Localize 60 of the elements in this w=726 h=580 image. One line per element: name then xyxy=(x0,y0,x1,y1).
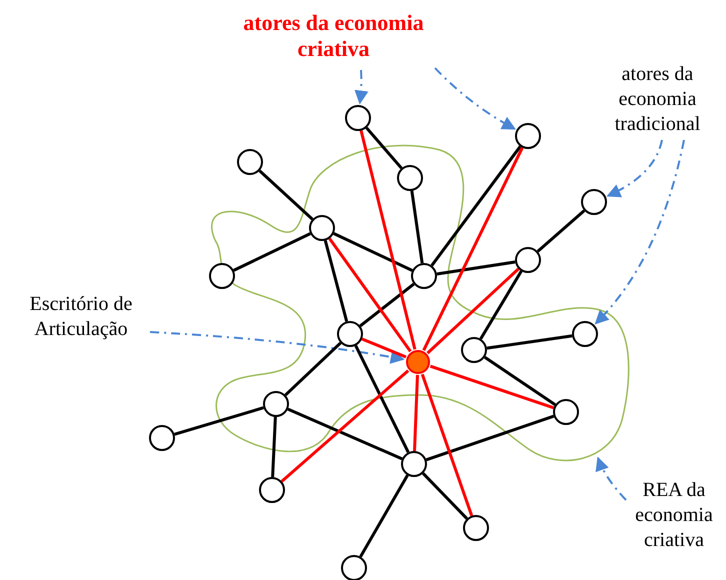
network-link xyxy=(430,364,554,410)
network-link xyxy=(413,374,419,452)
network-link xyxy=(486,334,572,350)
network-node xyxy=(515,247,541,273)
network-link xyxy=(410,190,424,264)
network-link xyxy=(436,260,516,276)
annotation-label: Escritório de Articulação xyxy=(2,292,160,342)
network-link xyxy=(258,170,314,220)
network-link xyxy=(360,130,416,350)
network-link xyxy=(328,238,412,352)
network-link xyxy=(422,472,468,520)
network-link xyxy=(536,209,586,253)
hub-node xyxy=(406,350,430,374)
leader-arrow xyxy=(434,67,516,130)
network-link xyxy=(365,126,403,170)
leader-arrow xyxy=(606,140,663,197)
network-link xyxy=(484,356,556,406)
network-node xyxy=(397,165,423,191)
network-node xyxy=(553,399,579,425)
network-link xyxy=(333,232,413,272)
network-node xyxy=(259,477,285,503)
network-link xyxy=(430,146,522,266)
network-node xyxy=(345,105,371,131)
network-node xyxy=(149,425,175,451)
network-node xyxy=(461,337,487,363)
network-link xyxy=(284,342,342,396)
annotation-label: atores da economia criativa xyxy=(241,10,426,62)
network-link xyxy=(287,408,403,460)
network-link xyxy=(280,369,410,483)
network-node xyxy=(411,263,437,289)
network-node xyxy=(263,391,289,417)
network-link xyxy=(359,282,415,328)
network-link xyxy=(271,416,277,478)
network-link xyxy=(422,147,524,351)
leader-arrow xyxy=(150,331,405,364)
annotation-label: REA da economia criativa xyxy=(625,478,723,553)
network-node xyxy=(209,263,235,289)
network-node xyxy=(581,189,607,215)
network-link xyxy=(324,240,348,322)
network-link xyxy=(420,374,474,516)
network-node xyxy=(515,123,541,149)
network-link xyxy=(354,345,410,453)
network-node xyxy=(341,555,367,580)
network-link xyxy=(174,406,264,436)
network-link xyxy=(426,414,554,462)
network-node xyxy=(309,215,335,241)
network-link xyxy=(479,270,523,340)
network-node xyxy=(401,451,427,477)
network-link xyxy=(361,338,407,358)
network-node xyxy=(572,321,598,347)
network-link xyxy=(426,268,520,354)
leader-arrow xyxy=(596,456,627,501)
network-link xyxy=(359,474,409,558)
network-node xyxy=(463,515,489,541)
leader-arrow xyxy=(354,70,368,104)
annotation-label: atores da economia tradicional xyxy=(595,62,720,137)
network-node xyxy=(237,149,263,175)
leader-arrow xyxy=(594,140,685,324)
network-node xyxy=(337,321,363,347)
network-link xyxy=(233,232,311,272)
